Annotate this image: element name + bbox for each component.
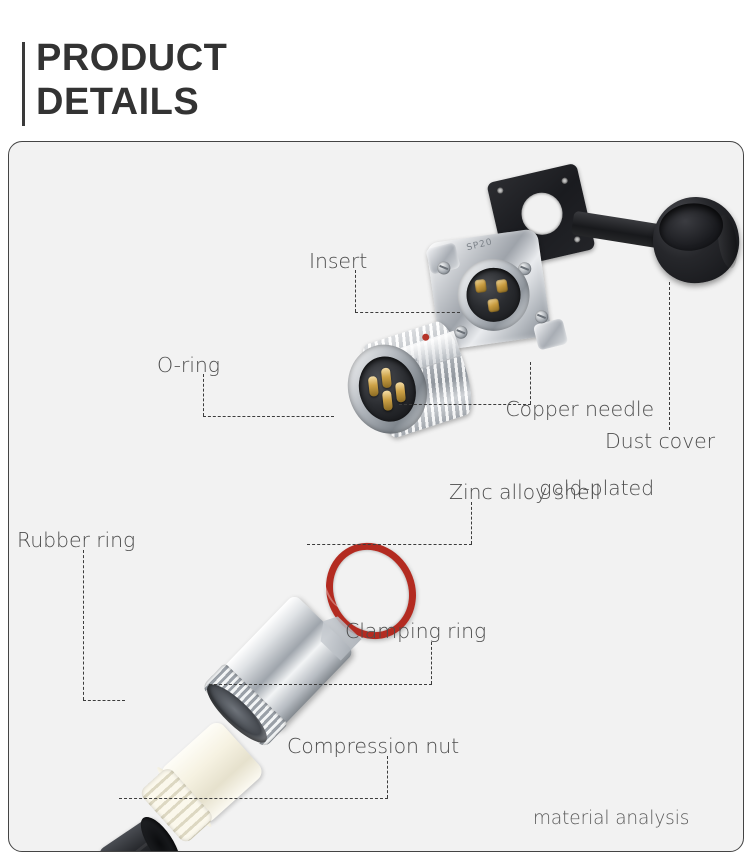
- leader-clamping-ring-horizontal: [209, 684, 432, 685]
- cap-rib: [714, 213, 741, 270]
- label-copper-needle: Copper needle gold-plated: [494, 344, 654, 554]
- flange-hole: [573, 235, 581, 244]
- page-title-line2: DETAILS: [36, 81, 200, 124]
- leader-clamping-ring-vertical: [431, 642, 432, 684]
- socket-contact: [495, 278, 509, 294]
- leader-copper-needle-horizontal: [399, 404, 531, 405]
- label-insert: Insert: [309, 249, 368, 273]
- label-clamping-ring: Clamping ring: [345, 619, 487, 643]
- leader-o-ring-vertical: [203, 374, 204, 416]
- label-dust-cover: Dust cover: [605, 429, 715, 453]
- page-title: PRODUCT DETAILS: [36, 36, 227, 124]
- page-header: PRODUCT DETAILS: [0, 0, 750, 132]
- label-o-ring: O-ring: [157, 353, 220, 377]
- leader-zinc-shell-horizontal: [307, 544, 472, 545]
- label-compression-nut: Compression nut: [287, 734, 460, 758]
- leader-insert-horizontal: [355, 312, 460, 313]
- leader-rubber-ring-horizontal: [83, 700, 125, 701]
- plug-insert: [350, 349, 425, 430]
- flange-hole: [561, 177, 569, 185]
- label-copper-needle-line1: Copper needle: [505, 397, 654, 422]
- leader-compression-nut-vertical: [387, 756, 388, 798]
- diagram-stage: SP20: [9, 142, 743, 851]
- leader-o-ring-horizontal: [203, 416, 334, 417]
- exploded-view-card: SP20: [8, 141, 744, 852]
- gold-plated-pin: [394, 381, 407, 403]
- label-zinc-alloy-shell: Zinc alloy shell: [449, 480, 601, 504]
- leader-rubber-ring-vertical: [83, 550, 84, 700]
- page-title-line1: PRODUCT: [36, 37, 228, 79]
- socket-insert: [463, 264, 525, 326]
- leader-compression-nut-horizontal: [119, 798, 388, 799]
- socket-marking: SP20: [465, 237, 494, 254]
- gold-plated-pin: [367, 375, 379, 397]
- label-rubber-ring: Rubber ring: [17, 528, 136, 552]
- leader-insert-vertical: [355, 270, 356, 312]
- socket-contact: [474, 278, 488, 294]
- label-copper-needle-line2: gold-plated: [539, 476, 654, 501]
- dust-cover-cap: [647, 191, 743, 289]
- leader-zinc-shell-vertical: [471, 502, 472, 544]
- gold-plated-pin: [380, 367, 392, 389]
- footer-note: material analysis: [533, 808, 690, 829]
- title-accent-bar: [22, 42, 25, 126]
- leader-copper-needle-vertical: [530, 362, 531, 404]
- flange-hole: [496, 186, 504, 195]
- gold-plated-pin: [381, 390, 393, 412]
- socket-contact: [487, 298, 500, 313]
- leader-dust-cover-vertical: [669, 282, 670, 430]
